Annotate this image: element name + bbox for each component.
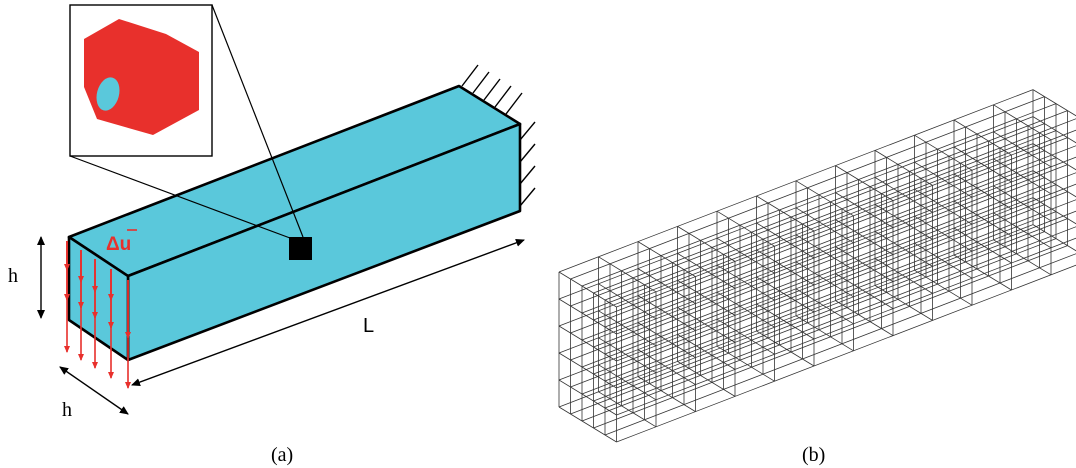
mesh-edge — [716, 264, 775, 301]
mesh-edge — [874, 177, 933, 213]
mesh-edge — [1032, 143, 1076, 171]
mesh-edge — [756, 195, 815, 232]
mesh-edge — [795, 261, 854, 298]
mesh-edge — [795, 315, 854, 352]
mesh-edge — [716, 291, 775, 328]
mesh-edge — [716, 345, 775, 382]
mesh-edge — [835, 273, 894, 309]
inset — [69, 4, 213, 157]
mesh-edge — [993, 212, 1052, 249]
mesh-edge — [637, 295, 696, 331]
mesh-edge — [558, 271, 617, 308]
mesh-edge — [637, 268, 696, 304]
mesh-edge — [604, 226, 1076, 409]
mesh-edge — [953, 173, 1012, 210]
mesh-edge — [953, 146, 1012, 183]
mesh-edge — [677, 280, 736, 316]
mesh-edge — [716, 210, 775, 247]
mesh-edge — [874, 204, 933, 240]
height-label-vertical: h — [8, 265, 18, 287]
mesh-edge — [598, 310, 657, 347]
mesh-edge — [598, 256, 657, 293]
mesh-edge — [993, 158, 1052, 195]
mesh-edge — [914, 215, 973, 252]
mesh-edge — [756, 303, 815, 340]
mesh-edge — [1032, 224, 1076, 252]
mesh-edge — [756, 276, 815, 313]
mesh-edge — [1032, 197, 1076, 225]
mesh-edge — [677, 253, 736, 289]
height-label-depth: h — [62, 399, 72, 421]
mesh-edge — [835, 246, 894, 282]
length-label: L — [363, 315, 374, 337]
load-label: Δu — [106, 234, 131, 255]
mesh-edge — [914, 188, 973, 225]
mesh-edge — [835, 300, 894, 336]
mesh-edge — [795, 288, 854, 325]
mesh-edge — [598, 391, 657, 428]
mesh-edge — [914, 134, 973, 171]
mesh-edge — [835, 219, 894, 255]
mesh-edge — [795, 207, 854, 244]
mesh-edge — [756, 222, 815, 259]
mesh-edge — [598, 364, 657, 401]
mesh-edge — [677, 226, 736, 262]
mesh-edge — [598, 283, 657, 320]
mesh-edge — [835, 165, 894, 201]
depth-dimension-arrow — [59, 366, 129, 415]
mesh-edge — [914, 161, 973, 198]
mesh-edge — [993, 104, 1052, 141]
mesh-edge — [993, 185, 1052, 222]
length-dimension-arrow — [131, 239, 525, 386]
mesh-edge — [835, 192, 894, 228]
mesh-edge — [795, 180, 854, 217]
mesh-edge — [795, 234, 854, 271]
mesh-edge — [953, 227, 1012, 264]
mesh-wireframe — [558, 89, 1076, 443]
mesh-edge — [558, 352, 617, 389]
mesh-edge — [1032, 170, 1076, 198]
mesh-edge — [914, 242, 973, 279]
mesh-edge — [914, 269, 973, 306]
mesh-edge — [716, 237, 775, 274]
mesh-edge — [1032, 116, 1076, 144]
mesh-edge — [716, 318, 775, 355]
mesh-edge — [604, 253, 1076, 436]
fixed-support-hatch — [461, 64, 536, 207]
mesh-edge — [953, 119, 1012, 156]
mesh-edge — [756, 249, 815, 286]
mesh-edge — [637, 349, 696, 385]
mesh-edge — [756, 330, 815, 367]
mesh-edge — [993, 239, 1052, 276]
mesh-edge — [993, 131, 1052, 168]
mesh-edge — [637, 322, 696, 358]
mesh-edge — [558, 298, 617, 335]
mesh-edge — [677, 334, 736, 370]
mesh-edge — [874, 258, 933, 294]
mesh-edge — [953, 254, 1012, 291]
mesh-edge — [874, 285, 933, 321]
mesh-edge — [874, 150, 933, 186]
caption-b: (b) — [802, 444, 825, 466]
panel-b: (b) — [558, 89, 1076, 466]
mesh-edge — [953, 200, 1012, 237]
unit-cell-marker — [289, 237, 312, 260]
panel-a: Δu h h L (a) — [8, 4, 536, 466]
mesh-edge — [637, 376, 696, 412]
mesh-edge — [874, 231, 933, 267]
mesh-edge — [1032, 89, 1076, 117]
zoom-lines — [69, 4, 304, 239]
inclusion-fiber-icon — [96, 77, 120, 111]
caption-a: (a) — [271, 444, 293, 466]
mesh-edge — [598, 337, 657, 374]
mesh-edge — [558, 325, 617, 362]
mesh-edge — [677, 307, 736, 343]
mesh-edge — [637, 241, 696, 277]
mesh-edge — [677, 361, 736, 397]
mesh-edge — [558, 406, 617, 443]
mesh-edge — [558, 379, 617, 416]
